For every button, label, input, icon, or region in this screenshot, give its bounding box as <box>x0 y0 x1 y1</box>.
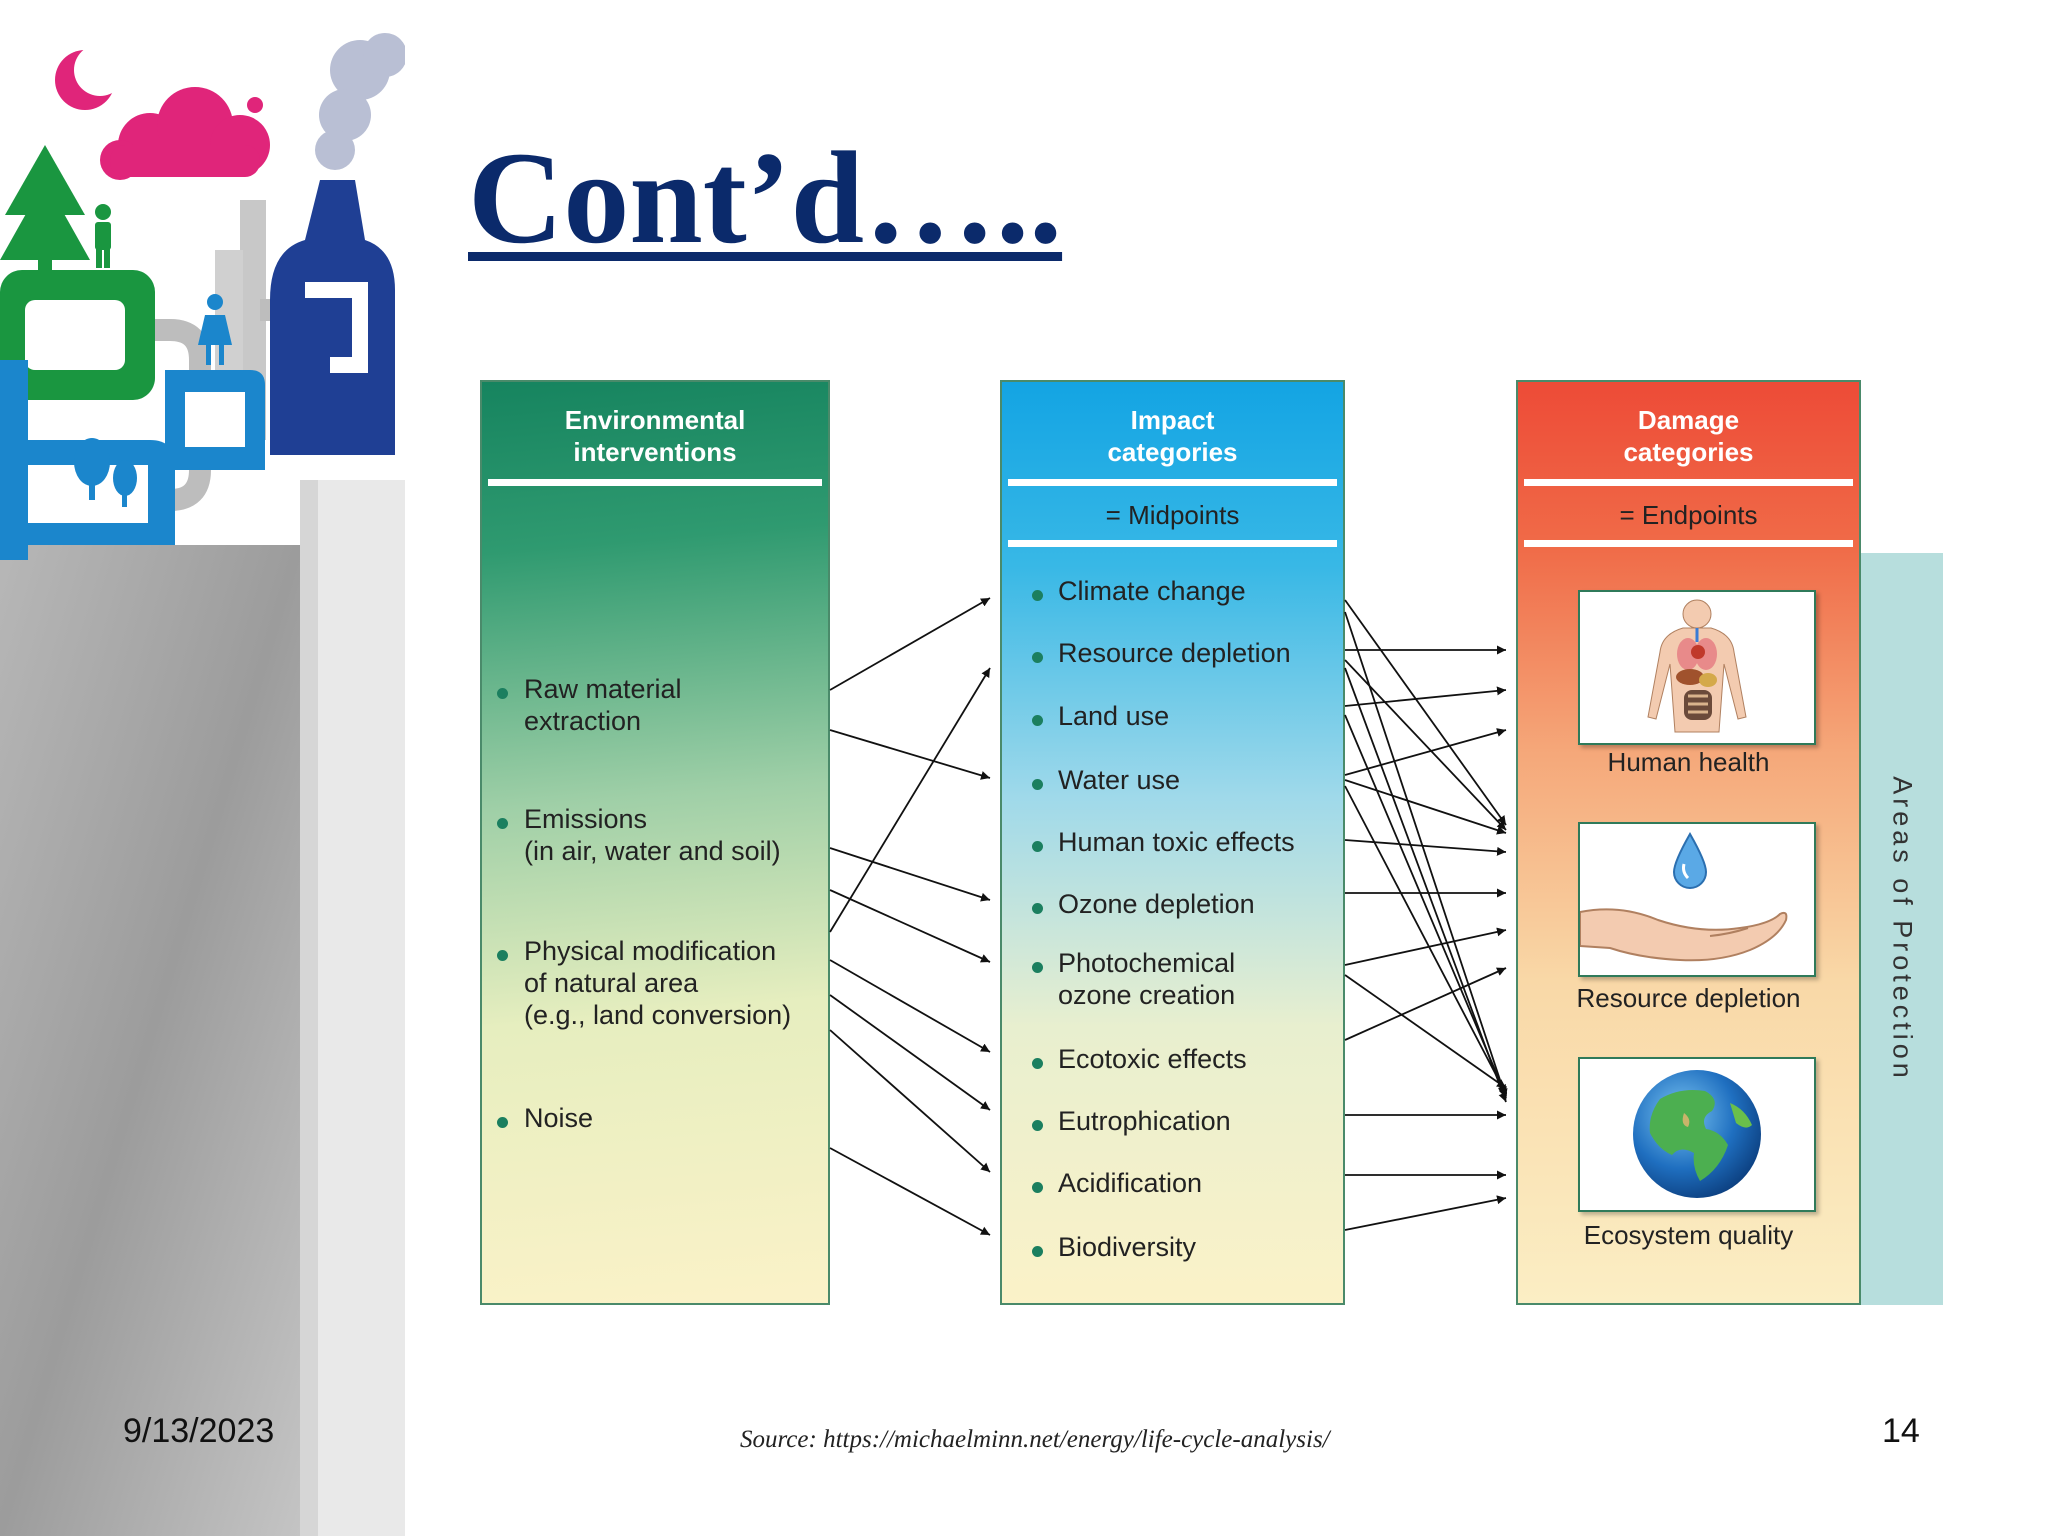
header-divider <box>1524 479 1853 486</box>
subheader-divider <box>1008 540 1337 547</box>
subheader-divider <box>1524 540 1853 547</box>
impact-item-ecotoxic-effects: Ecotoxic effects <box>1058 1044 1247 1074</box>
impact-item-water-use: Water use <box>1058 765 1181 795</box>
arrow-emissions-to-ozone <box>829 847 991 902</box>
person-icon <box>198 294 232 365</box>
arrow-water-to-human <box>1344 728 1507 776</box>
person-icon <box>95 204 111 268</box>
source-citation: Source: https://michaelminn.net/energy/l… <box>740 1426 1330 1453</box>
arrow-ecotoxic-to-human <box>1344 967 1507 1041</box>
impact-item-ozone-depletion: Ozone depletion <box>1058 889 1255 919</box>
slide-number: 14 <box>1882 1412 1920 1450</box>
resource-depletion-label: Resource depletion <box>1576 983 1801 1013</box>
damage-header: Damage categories <box>1623 405 1754 467</box>
bullet-icon <box>1032 715 1043 726</box>
arrow-water-to-resource <box>1344 779 1507 835</box>
bullet-icon <box>1032 652 1043 663</box>
arrow-raw-to-water <box>829 729 991 780</box>
arrow-physical-to-ecotoxic <box>829 959 991 1053</box>
bullet-icon <box>1032 779 1043 790</box>
arrow-emissions-to-photochemical <box>829 889 991 963</box>
human-body-icon <box>1647 599 1747 733</box>
arrow-noise-to-biodiversity <box>829 1147 991 1236</box>
arrow-physical-to-eutrophication <box>829 994 991 1111</box>
impact-item-human-toxic-effects: Human toxic effects <box>1058 827 1295 857</box>
bullet-icon <box>497 950 508 961</box>
header-divider <box>1008 479 1337 486</box>
slide-date: 9/13/2023 <box>123 1412 275 1450</box>
arrow-toxic-to-human <box>1344 839 1507 856</box>
bullet-icon <box>1032 1182 1043 1193</box>
arrow-climate-to-ecosystem <box>1344 611 1508 1099</box>
bullet-icon <box>1032 841 1043 852</box>
page-title: Cont’d….. <box>468 124 1063 271</box>
water-drop-hand-icon <box>1579 831 1788 962</box>
factory-icon <box>270 180 395 455</box>
ecosystem-quality-label: Ecosystem quality <box>1583 1220 1794 1250</box>
arrow-resource-to-ecosystem <box>1344 667 1508 1103</box>
bullet-icon <box>1032 903 1043 914</box>
env-item-noise: Noise <box>524 1103 594 1133</box>
arrow-land-to-human <box>1344 686 1507 707</box>
bullet-icon <box>1032 1058 1043 1069</box>
human-health-label: Human health <box>1607 747 1770 777</box>
endpoints-label: = Endpoints <box>1619 500 1758 530</box>
impact-item-climate-change: Climate change <box>1058 576 1246 606</box>
resource-depletion-box <box>1578 822 1816 977</box>
arrow-biodiversity-to-ecosystem <box>1344 1195 1507 1231</box>
arrow-photochemical-to-ecosystem <box>1344 974 1507 1089</box>
bullet-icon <box>1032 1120 1043 1131</box>
bullet-icon <box>1032 962 1043 973</box>
env-item-emissions: Emissions(in air, water and soil) <box>524 804 781 866</box>
arrow-physical-to-acidification <box>829 1029 991 1173</box>
cloud-icon <box>100 87 270 180</box>
areas-of-protection-band <box>1861 553 1943 1305</box>
bush-icon <box>74 438 137 507</box>
header-divider <box>488 479 822 486</box>
bullet-icon <box>497 688 508 699</box>
bullet-icon <box>1032 590 1043 601</box>
impact-item-land-use: Land use <box>1058 701 1170 731</box>
ecosystem-quality-box <box>1578 1057 1816 1212</box>
arrow-land-to-ecosystem <box>1344 714 1507 1097</box>
impact-item-eutrophication: Eutrophication <box>1058 1106 1231 1136</box>
globe-icon <box>1633 1070 1761 1198</box>
impact-header: Impact categories <box>1107 405 1238 467</box>
midpoints-label: = Midpoints <box>1105 500 1240 530</box>
arrow-resource-to-resource <box>1344 659 1507 831</box>
damage-categories-column: Damage categories = Endpoints Human heal… <box>1516 380 1861 1305</box>
smoke-icon <box>315 33 405 170</box>
tree-icon <box>0 145 90 275</box>
environmental-interventions-column: Environmental interventions Raw material… <box>480 380 830 1305</box>
arrow-physical-to-land <box>829 667 991 933</box>
impact-item-resource-depletion: Resource depletion <box>1058 638 1291 668</box>
impact-item-acidification: Acidification <box>1058 1168 1203 1198</box>
bullet-icon <box>497 1117 508 1128</box>
impact-categories-column: Impact categories = Midpoints Climate ch… <box>1000 380 1345 1305</box>
impact-item-biodiversity: Biodiversity <box>1058 1232 1197 1262</box>
green-building-icon <box>0 270 155 440</box>
arrow-photochemical-to-human <box>1344 927 1507 966</box>
bullet-icon <box>497 818 508 829</box>
environmental-header: Environmental interventions <box>564 405 746 467</box>
human-health-box <box>1578 590 1816 745</box>
sidebar-illustration <box>0 33 405 1536</box>
arrow-water-to-ecosystem <box>1344 785 1507 1095</box>
arrow-raw-to-climate <box>829 597 991 691</box>
bullet-icon <box>1032 1246 1043 1257</box>
moon-icon <box>55 44 126 110</box>
arrow-climate-to-resource <box>1344 599 1507 826</box>
